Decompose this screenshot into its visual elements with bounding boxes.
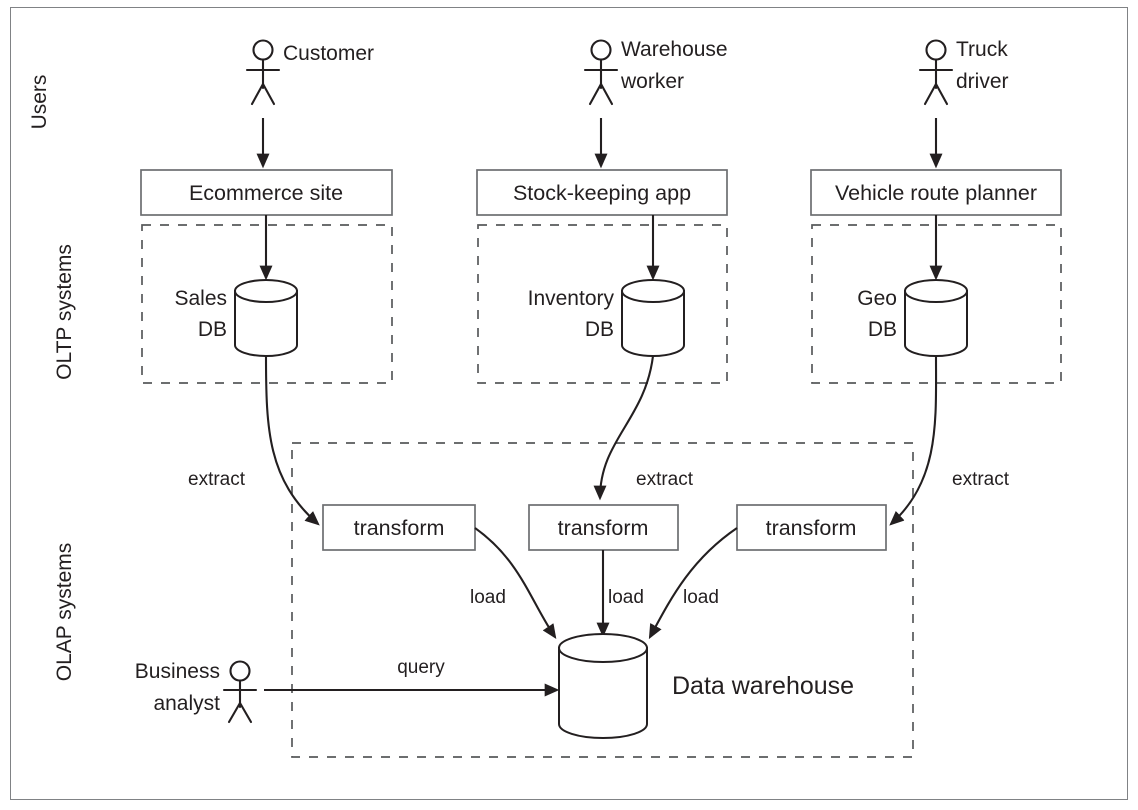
database-label-geo-db-line1: Geo: [857, 287, 897, 310]
edge-label-load-middle: load: [608, 587, 644, 608]
edge-label-query: query: [397, 657, 445, 678]
arrow-extract-geo-to-transform-3: [889, 355, 938, 526]
database-geo-db[interactable]: Geo DB: [857, 279, 968, 357]
oltp-app-ecommerce-site[interactable]: Ecommerce site: [140, 169, 393, 216]
arrow-extract-sales-to-transform-1: [264, 355, 320, 526]
actor-label-warehouse-worker-line2: worker: [620, 70, 684, 93]
actor-label-warehouse-worker-line1: Warehouse: [621, 38, 728, 61]
transform-box-2[interactable]: transform: [528, 504, 679, 551]
database-label-sales-db-line1: Sales: [174, 287, 227, 310]
transform-label-1: transform: [354, 516, 445, 540]
actor-label-customer: Customer: [283, 42, 374, 65]
database-label-inventory-db-line1: Inventory: [528, 287, 615, 310]
edge-label-extract-left: extract: [188, 469, 246, 490]
oltp-app-stock-keeping-app[interactable]: Stock-keeping app: [476, 169, 728, 216]
transform-box-1[interactable]: transform: [322, 504, 476, 551]
oltp-app-label-stock-keeping-app: Stock-keeping app: [513, 181, 691, 205]
oltp-group-box-geo: [811, 224, 1062, 384]
actor-label-business-analyst-line2: analyst: [153, 692, 220, 715]
actor-label-truck-driver-line2: driver: [956, 70, 1009, 93]
database-label-inventory-db-line2: DB: [585, 318, 614, 341]
data-warehouse-label: Data warehouse: [672, 672, 854, 700]
edge-label-extract-middle: extract: [636, 469, 694, 490]
transform-label-2: transform: [558, 516, 649, 540]
edge-label-load-right: load: [683, 587, 719, 608]
database-label-sales-db-line2: DB: [198, 318, 227, 341]
olap-group-box: [291, 442, 914, 758]
oltp-app-label-ecommerce-site: Ecommerce site: [189, 181, 343, 205]
oltp-group-box-sales: [141, 224, 393, 384]
edge-label-extract-right: extract: [952, 469, 1010, 490]
edge-label-load-left: load: [470, 587, 506, 608]
data-warehouse[interactable]: Data warehouse: [558, 633, 854, 739]
oltp-app-vehicle-route-planner[interactable]: Vehicle route planner: [810, 169, 1062, 216]
arrow-extract-inventory-to-transform-2: [593, 355, 655, 501]
actor-label-business-analyst-line1: Business: [135, 660, 220, 683]
database-sales-db[interactable]: Sales DB: [174, 279, 298, 357]
actor-label-truck-driver-line1: Truck: [956, 38, 1008, 61]
arrow-load-transform-1-to-warehouse: [474, 527, 557, 639]
transform-box-3[interactable]: transform: [736, 504, 887, 551]
transform-label-3: transform: [766, 516, 857, 540]
arrow-load-transform-3-to-warehouse: [648, 527, 738, 640]
database-label-geo-db-line2: DB: [868, 318, 897, 341]
actor-customer: Customer: [245, 39, 374, 106]
actor-truck-driver: Truck driver: [918, 38, 1009, 106]
oltp-app-label-vehicle-route-planner: Vehicle route planner: [835, 181, 1037, 205]
actor-business-analyst: Business analyst: [135, 660, 258, 724]
actor-warehouse-worker: Warehouse worker: [583, 38, 728, 106]
oltp-group-box-inventory: [477, 224, 728, 384]
database-inventory-db[interactable]: Inventory DB: [528, 279, 685, 357]
